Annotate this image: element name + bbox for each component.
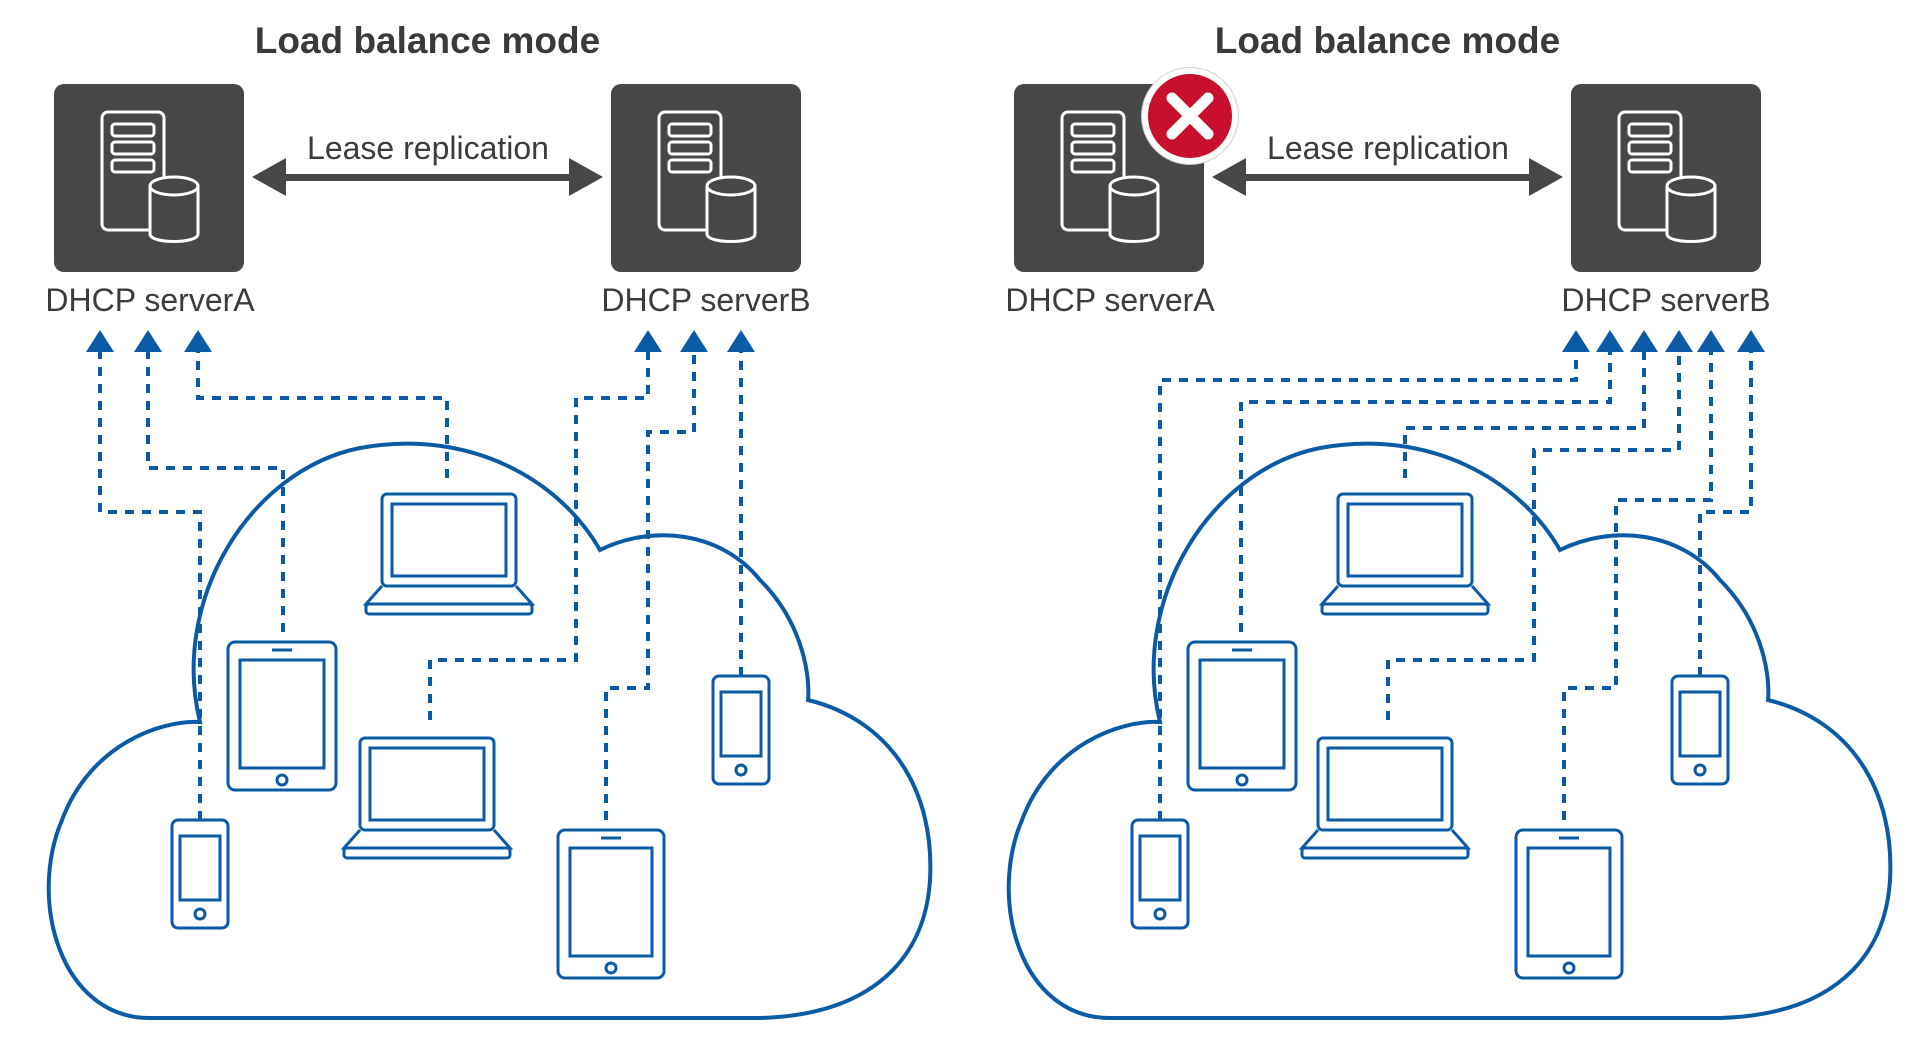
error-x-icon: [1142, 68, 1238, 164]
connection-line: [1698, 345, 1753, 676]
phone-icon: [170, 818, 230, 930]
connection-line: [1562, 345, 1713, 820]
arrowhead: [1737, 330, 1765, 352]
arrowhead: [134, 330, 162, 352]
laptop-icon: [362, 492, 536, 616]
network-diagram-right: [1006, 158, 1893, 1020]
laptop-icon: [340, 736, 514, 860]
server-database-icon: [1060, 110, 1160, 243]
replication-arrow: [1212, 158, 1563, 196]
server-b-label: DHCP serverB: [601, 282, 811, 318]
arrowhead: [1665, 330, 1693, 352]
connection-line: [98, 345, 202, 820]
tablet-icon: [556, 828, 666, 980]
phone-icon: [1670, 674, 1730, 786]
arrowheads: [86, 330, 755, 352]
panel-title: Load balance mode: [1214, 20, 1561, 61]
client-connections: [1158, 345, 1753, 820]
tablet-icon: [1514, 828, 1624, 980]
replication-arrow: [252, 158, 603, 196]
panel-title: Load balance mode: [254, 20, 601, 61]
server-database-icon: [1617, 110, 1717, 243]
connection-line: [1403, 345, 1646, 478]
arrowhead: [727, 330, 755, 352]
connection-line: [1239, 345, 1612, 632]
arrowheads: [1562, 330, 1765, 352]
phone-icon: [711, 674, 771, 786]
connection-line: [1386, 345, 1681, 720]
network-diagram-left: [46, 158, 933, 1020]
lease-replication-label: Lease replication: [307, 130, 549, 166]
laptop-icon: [1318, 492, 1492, 616]
connection-line: [146, 345, 285, 632]
server-b-box: [611, 84, 801, 272]
client-connections: [98, 345, 743, 820]
server-database-icon: [100, 110, 200, 243]
tablet-icon: [1186, 640, 1298, 792]
arrowhead: [634, 330, 662, 352]
server-a-box: [54, 84, 244, 272]
connection-line: [604, 345, 696, 820]
server-a-label: DHCP serverA: [45, 282, 255, 318]
network-cloud: [46, 441, 933, 1020]
server-a-label: DHCP serverA: [1005, 282, 1215, 318]
server-database-icon: [657, 110, 757, 243]
server-b-box: [1571, 84, 1761, 272]
arrowhead: [1630, 330, 1658, 352]
lease-replication-label: Lease replication: [1267, 130, 1509, 166]
server-b-label: DHCP serverB: [1561, 282, 1771, 318]
laptop-icon: [1298, 736, 1472, 860]
panel-right: Load balance mode DHCP serverA: [960, 0, 1920, 1048]
arrowhead: [184, 330, 212, 352]
connection-line: [1158, 345, 1578, 820]
arrowhead: [1596, 330, 1624, 352]
arrowhead: [680, 330, 708, 352]
tablet-icon: [226, 640, 338, 792]
arrowhead: [1697, 330, 1725, 352]
arrowhead: [86, 330, 114, 352]
panel-left: Load balance mode DHCP serverA: [45, 20, 933, 1020]
connection-line: [428, 345, 650, 720]
phone-icon: [1130, 818, 1190, 930]
arrowhead: [1562, 330, 1590, 352]
connection-line: [196, 345, 449, 478]
network-cloud: [1006, 441, 1893, 1020]
